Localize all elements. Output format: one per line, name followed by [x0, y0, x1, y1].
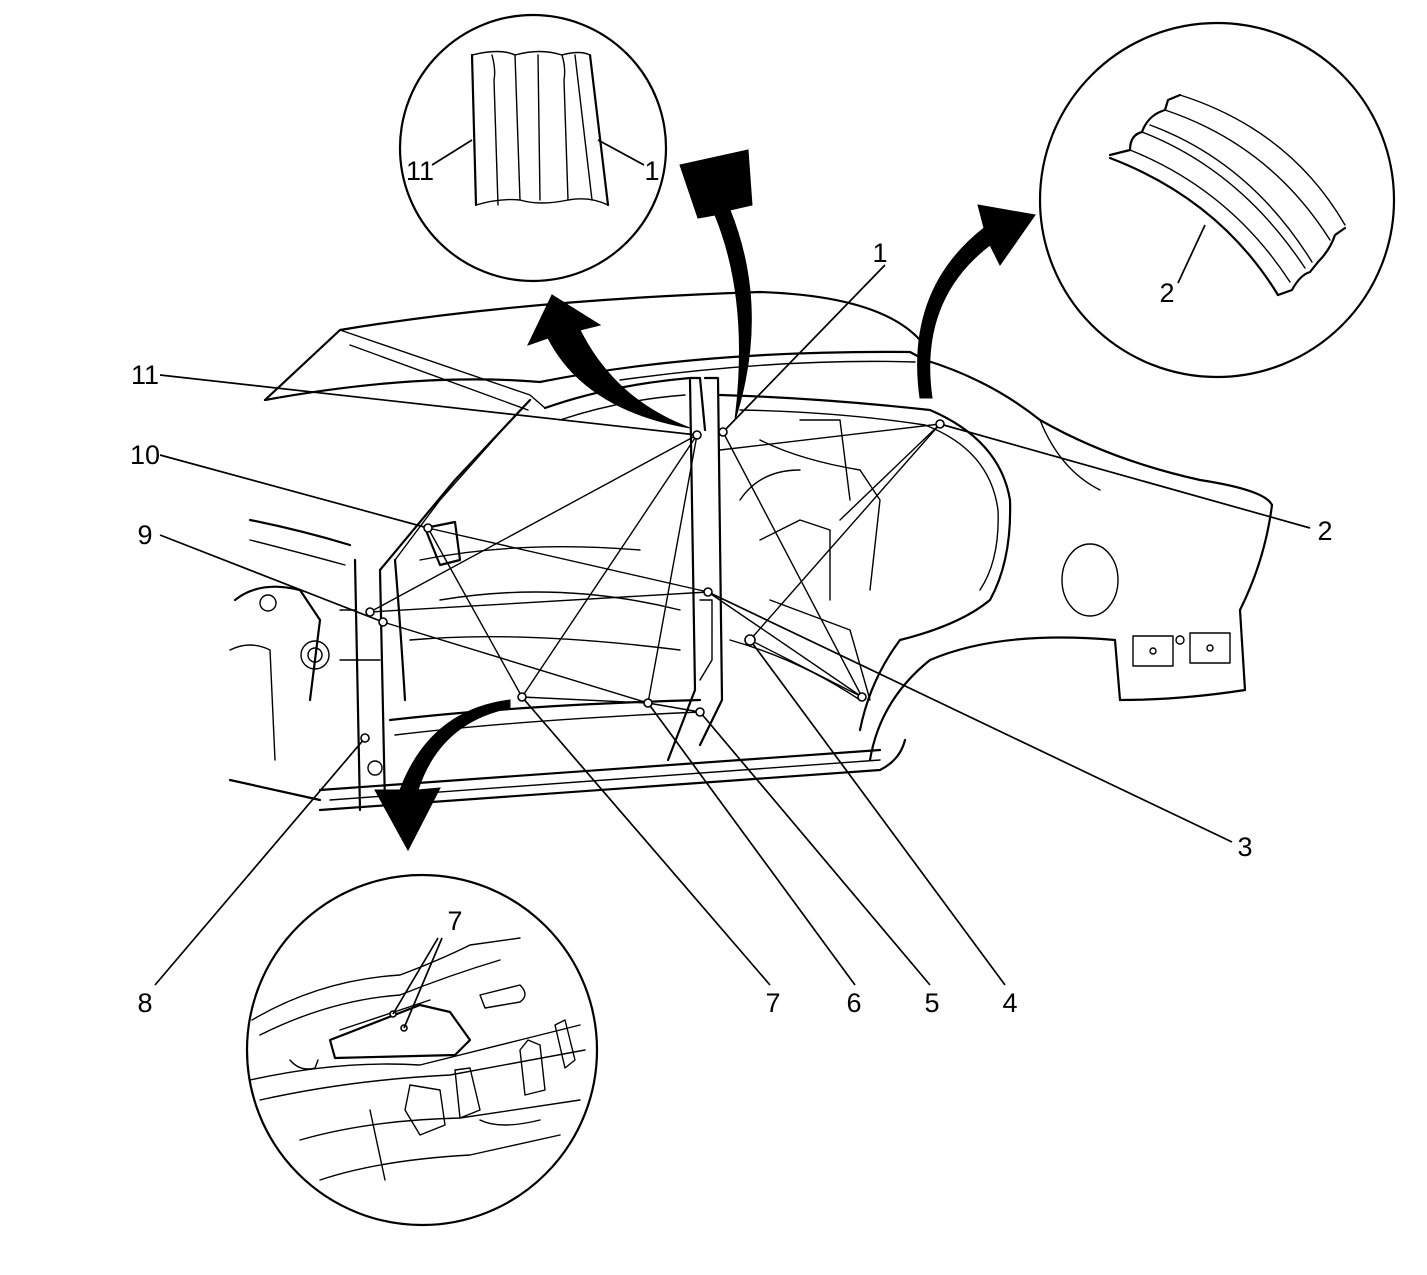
- callout-3: 3: [1237, 832, 1252, 862]
- callout-4: 4: [1002, 988, 1017, 1018]
- callout-2: 2: [1317, 516, 1332, 546]
- detail-circle-bottom: [245, 873, 599, 1227]
- arrow-to-right-detail-icon: [917, 204, 1036, 399]
- arrow-down-icon: [374, 699, 511, 852]
- sealer-location-points: [360, 419, 945, 743]
- callout-labels: 1 2 3 4 5 6 7 8 9 10 11 11 1 2 7: [130, 156, 1333, 1018]
- callout-7: 7: [765, 988, 780, 1018]
- detail-callout-11: 11: [406, 156, 434, 186]
- detail-callout-2: 2: [1159, 278, 1174, 308]
- callout-11: 11: [131, 360, 159, 390]
- callout-6: 6: [846, 988, 861, 1018]
- detail-callout-1: 1: [644, 156, 659, 186]
- detail-circle-top-left: [398, 13, 668, 283]
- callout-leader-lines: [154, 264, 1311, 986]
- detail-callout-7: 7: [447, 906, 462, 936]
- detail-circle-top-right: [1038, 21, 1396, 379]
- callout-8: 8: [137, 988, 152, 1018]
- callout-5: 5: [924, 988, 939, 1018]
- callout-1: 1: [872, 238, 887, 268]
- detail-arrows: [374, 149, 1036, 852]
- vehicle-body-outline: [228, 290, 1274, 812]
- callout-9: 9: [137, 520, 152, 550]
- arrow-up-icon: [679, 149, 753, 421]
- callout-10: 10: [130, 440, 160, 470]
- sealer-path-lines: [369, 423, 941, 713]
- arrow-to-top-detail-icon: [527, 294, 691, 429]
